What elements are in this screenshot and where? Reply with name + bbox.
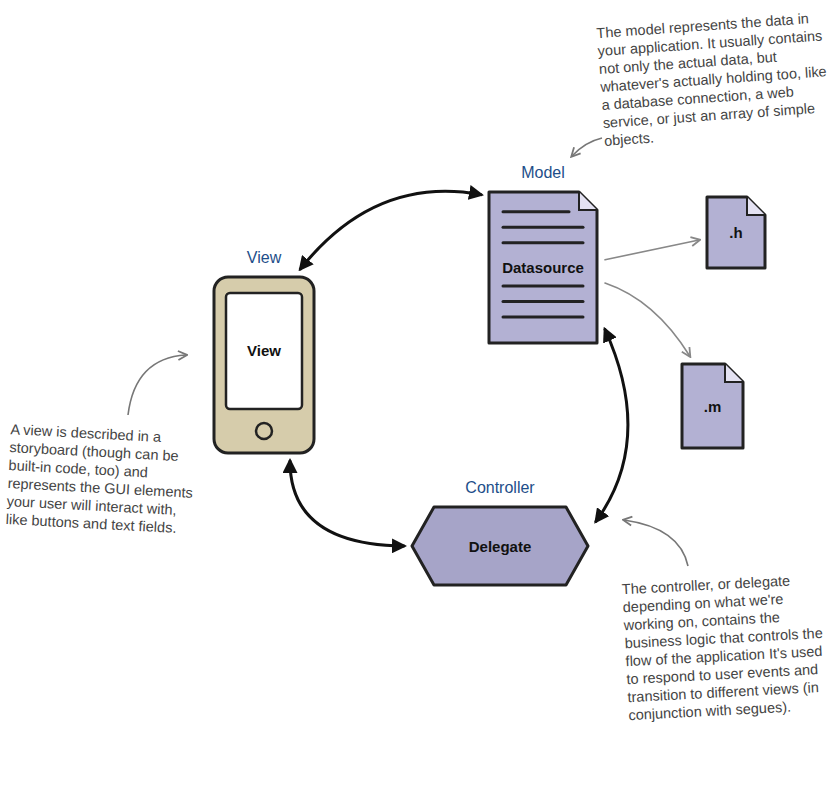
connector-arrow [300, 191, 481, 269]
document-icon: ModelDatasource [487, 190, 599, 345]
node-heading: Model [521, 164, 565, 182]
document-icon: .h [705, 195, 767, 270]
annotation-note: The controller, or delegate depending on… [621, 570, 828, 724]
connector-arrow [605, 283, 690, 356]
connector-arrow [290, 461, 404, 546]
node-label: Datasource [499, 258, 587, 277]
controller-hexagon: ControllerDelegate [410, 505, 590, 587]
annotation-note: The model represents the data in your ap… [596, 8, 834, 150]
node-label: .h [726, 223, 745, 242]
view-phone: ViewView [212, 275, 316, 455]
connector-arrow [596, 330, 628, 522]
node-heading: Controller [465, 479, 534, 497]
phone-outline [212, 275, 316, 455]
node-label: .m [701, 397, 725, 416]
node-heading: View [247, 249, 281, 267]
annotation-note: A view is described in a storyboard (tho… [5, 420, 198, 538]
node-label: Delegate [466, 537, 535, 556]
node-label: View [244, 341, 284, 360]
document-icon: .m [680, 362, 745, 450]
connector-arrow [605, 240, 699, 260]
